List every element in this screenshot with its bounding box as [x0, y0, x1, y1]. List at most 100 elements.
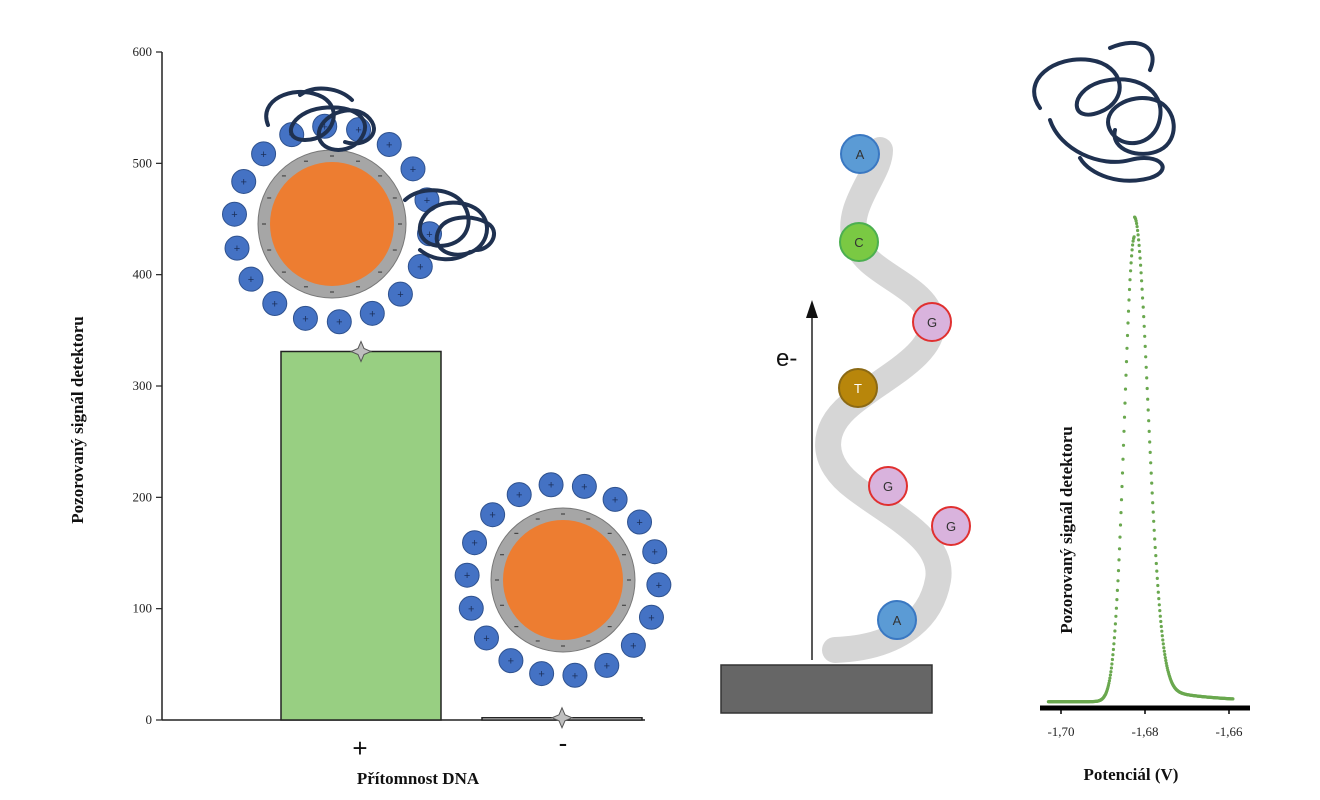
- charge-bead: [238, 266, 264, 292]
- scatter-point: [1161, 642, 1165, 646]
- scatter-point: [1119, 498, 1124, 502]
- charge-bead: [407, 254, 433, 280]
- scatter-point: [1138, 249, 1142, 254]
- scatter-point: [1126, 309, 1131, 313]
- dna-base-letter: A: [893, 613, 902, 628]
- scatter-point: [1156, 590, 1160, 594]
- scatter-point: [1134, 219, 1138, 223]
- scatter-point: [1148, 450, 1152, 454]
- bar-y-tick-label: 100: [133, 601, 153, 616]
- scatter-point: [1145, 376, 1149, 380]
- scatter-point: [1151, 501, 1155, 505]
- scatter-point: [1144, 355, 1148, 359]
- scatter-point: [1158, 609, 1162, 613]
- charge-plus-icon: +: [489, 510, 495, 522]
- scatter-point: [1136, 228, 1140, 233]
- electrode: [720, 664, 933, 714]
- charge-bead: [458, 595, 484, 621]
- scatter-point: [1107, 679, 1111, 683]
- scatter-point: [1126, 321, 1130, 325]
- scatter-point: [1132, 235, 1136, 239]
- dna-base: [839, 222, 879, 262]
- scatter-point: [1129, 261, 1133, 265]
- bar-y-tick-label: 0: [146, 712, 153, 727]
- scatter-point: [1152, 519, 1156, 523]
- bar-y-tick-label: 600: [133, 44, 153, 59]
- charge-bead: [571, 473, 597, 499]
- scatter-point: [1130, 248, 1134, 252]
- scatter-point: [1109, 666, 1113, 670]
- scatter-point: [1124, 360, 1129, 364]
- scatter-point: [1149, 461, 1153, 465]
- charge-plus-icon: +: [656, 580, 662, 592]
- scatter-point: [1118, 535, 1122, 539]
- scatter-point: [1125, 333, 1130, 338]
- bar-y-tick-label: 300: [133, 378, 153, 393]
- scatter-point: [1129, 269, 1133, 273]
- charge-plus-icon: +: [386, 139, 392, 151]
- charge-bead: [594, 652, 620, 678]
- scatter-point: [1146, 408, 1150, 412]
- scatter-point: [1121, 457, 1125, 461]
- scatter-point: [1127, 298, 1131, 302]
- charge-plus-icon: +: [636, 517, 642, 529]
- charge-bead: [454, 562, 480, 588]
- scatter-point: [1155, 569, 1159, 573]
- dna-base-letter: C: [854, 235, 863, 250]
- charge-bead: [506, 482, 532, 508]
- bar-error-marker: [349, 340, 373, 363]
- scatter-x-tick-label: -1,70: [1047, 724, 1074, 739]
- charge-bead: [620, 632, 646, 658]
- charge-plus-icon: +: [424, 195, 430, 207]
- scatter-point: [1145, 386, 1149, 391]
- charge-plus-icon: +: [231, 209, 237, 221]
- scatter-point: [1125, 346, 1129, 350]
- charge-plus-icon: +: [468, 603, 474, 615]
- scatter-point: [1154, 554, 1158, 558]
- charge-bead: [224, 235, 250, 261]
- charge-plus-icon: +: [417, 262, 423, 274]
- charge-plus-icon: +: [652, 547, 658, 559]
- scatter-point: [1124, 373, 1128, 377]
- charge-bead: [538, 472, 564, 498]
- scatter-point: [1144, 365, 1148, 369]
- scatter-point: [1120, 471, 1125, 475]
- scatter-point: [1136, 233, 1140, 237]
- charge-plus-icon: +: [471, 538, 477, 550]
- scatter-point: [1157, 603, 1161, 607]
- particle-core: [503, 520, 623, 640]
- scatter-point: [1155, 576, 1159, 581]
- scatter-point: [1118, 523, 1123, 527]
- charge-plus-icon: +: [410, 164, 416, 176]
- charge-plus-icon: +: [302, 313, 308, 325]
- charge-bead: [638, 604, 664, 630]
- scatter-points: [1046, 215, 1235, 704]
- charge-plus-icon: +: [508, 656, 514, 668]
- scatter-point: [1123, 387, 1128, 391]
- scatter-x-tick-label: -1,68: [1131, 724, 1158, 739]
- scatter-point: [1139, 271, 1143, 275]
- scatter-point: [1147, 429, 1151, 433]
- charge-bead: [376, 131, 402, 157]
- scatter-point: [1109, 670, 1113, 674]
- scatter-point: [1119, 510, 1123, 515]
- charge-bead: [251, 141, 277, 167]
- scatter-point: [1113, 622, 1117, 626]
- charge-bead: [292, 305, 318, 331]
- scatter-point: [1117, 547, 1122, 551]
- scatter-point: [1114, 606, 1118, 610]
- nanoparticle-minus: ++++++++++++++++++: [454, 472, 672, 688]
- bar-x-axis-title: Přítomnost DNA: [357, 769, 480, 788]
- scatter-point: [1162, 649, 1166, 653]
- particle-with-dna: ++++++++++++++++++: [221, 86, 496, 335]
- scatter-point: [1161, 638, 1165, 642]
- scatter-point: [1116, 579, 1120, 583]
- scatter-point: [1121, 443, 1126, 447]
- scatter-point: [1112, 636, 1116, 640]
- charge-plus-icon: +: [648, 612, 654, 624]
- bar-y-axis-title: Pozorovaný signál detektoru: [68, 316, 87, 523]
- scatter-point: [1111, 647, 1115, 652]
